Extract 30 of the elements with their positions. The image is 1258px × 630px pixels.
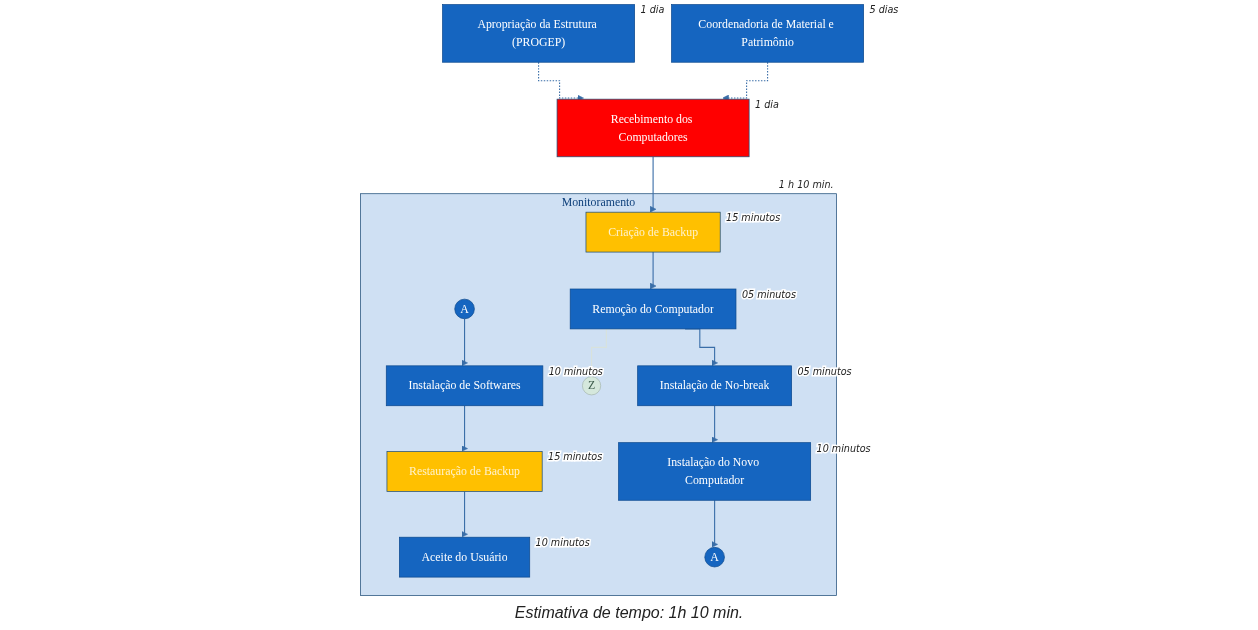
arrow	[460, 490, 468, 538]
node-box: Instalação de Softwares	[385, 365, 543, 407]
arrow	[649, 156, 656, 213]
node-box: Coordenadoria de Material e Patrimônio	[670, 4, 864, 63]
note-text: Estimativa de tempo: 1h 10 min.	[514, 604, 744, 621]
duration-text: 05 minutos	[741, 288, 796, 300]
node-box: Restauração de Backup	[386, 451, 543, 492]
arrow	[711, 405, 718, 443]
arrow	[460, 405, 468, 452]
arrow	[460, 318, 468, 367]
node-box: Aceite do Usuário	[398, 536, 530, 578]
duration-text: 10 minutos	[548, 365, 603, 377]
node-box: Instalação do Novo Computador	[617, 442, 811, 501]
arrow	[649, 251, 656, 290]
node-box: Recebimento dos Computadores	[556, 98, 750, 158]
node-box: Criação de Backup	[585, 211, 721, 253]
arrow	[711, 499, 718, 548]
node-box: Apropriação da Estrutura (PROGEP)	[441, 4, 635, 63]
duration-text: 1 dia	[640, 4, 664, 16]
duration-text: 15 minutos	[725, 212, 780, 224]
duration-text: 10 minutos	[535, 537, 590, 549]
node-box: Instalação de No-break	[636, 365, 792, 407]
node-circle: A	[454, 298, 475, 320]
duration-text: 1 dia	[754, 99, 779, 111]
node-box: Remoção do Computador	[569, 288, 736, 330]
duration-text: 5 dias	[869, 4, 898, 16]
node-circle: A	[704, 546, 725, 568]
duration-text: 15 minutos	[547, 451, 602, 463]
duration-text: 1 h 10 min.	[778, 178, 834, 190]
node-circle: Z	[581, 376, 601, 396]
